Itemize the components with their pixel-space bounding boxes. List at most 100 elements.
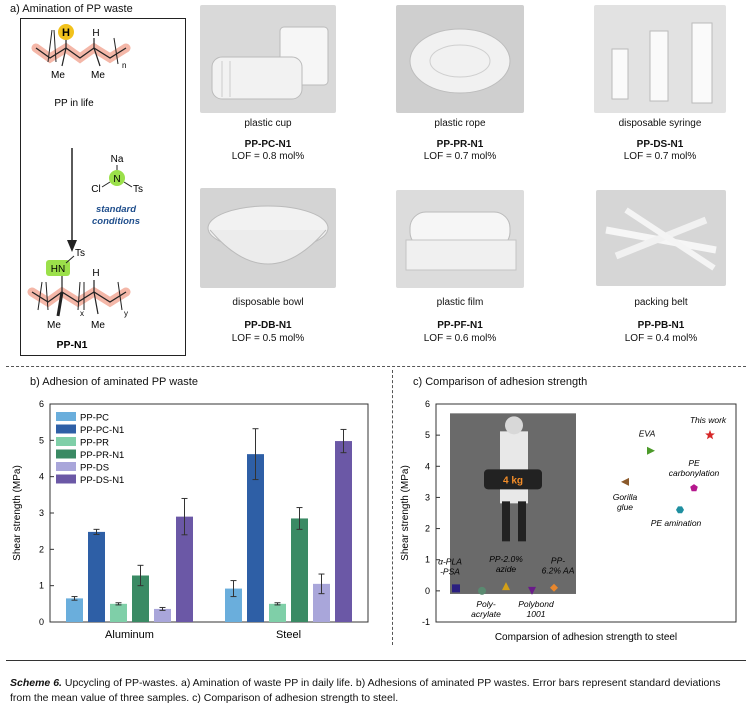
product-me: Me [47,320,61,331]
data-point-triangle [621,477,629,486]
y-tick-label: 4 [39,472,44,482]
data-point-triangle [528,586,536,595]
y-tick-label: 3 [425,492,430,502]
item-code-2: PP-PR-N1 [436,139,484,150]
bar [269,603,286,622]
data-point-label: Poly-acrylate [471,599,501,619]
product-hn-highlight [46,260,70,276]
caption-scheme: Scheme 6. [10,677,62,689]
product-bond-me2 [93,291,99,315]
photo-packing-belt [596,190,726,286]
data-point-circle [478,586,486,595]
y-tick-label: 1 [425,555,430,565]
panel-c-title: c) Comparison of adhesion strength [413,376,588,388]
reagent-cl: Cl [91,184,100,195]
syringe-illustration [611,22,713,104]
data-point-label: PP-6.2% AA [542,556,575,576]
inset-person-leg [518,501,526,542]
divider-horizontal [6,366,746,367]
reagent-n-highlight [109,170,125,186]
bar [66,598,83,622]
rope-illustration [409,28,511,94]
legend-label: PP-PC-N1 [80,425,124,436]
pp-h-highlight [58,24,74,40]
inset-person-head [505,416,523,435]
y-tick-label: 4 [425,461,430,471]
pp-bracket-right [113,37,119,65]
conditions-line1: standard [96,204,136,215]
data-point-square [452,584,460,593]
bowl-illustration [207,205,329,265]
data-point-pentagon [690,484,698,492]
item-code-5: PP-PF-N1 [437,320,483,331]
divider-vertical [392,370,393,645]
bar [313,583,330,622]
panel-a-title: a) Amination of PP waste [10,3,133,15]
pp-h2-label: H [92,28,99,39]
product-ts: Ts [75,248,85,259]
y-tick-label: 6 [425,399,430,409]
item-lof-1: LOF = 0.8 mol% [231,151,305,162]
film-illustration [405,211,517,271]
data-point-hexagon [676,506,684,514]
pp-backbone [35,47,127,59]
product-h: H [92,268,99,279]
bar [154,608,171,622]
pp-bond-me2 [93,47,101,67]
bar [176,516,193,622]
legend-swatch [56,437,76,446]
belt-illustration [605,207,717,271]
scheme-box [20,18,186,356]
y-tick-label: 0 [39,617,44,627]
photo-plastic-cup [200,5,336,113]
item-name-1: plastic cup [244,118,292,129]
item-code-6: PP-PB-N1 [637,320,685,331]
item-name-6: packing belt [634,297,688,308]
figure-caption: Scheme 6. Upcycling of PP-wastes. a) Ami… [10,676,740,706]
item-name-5: plastic film [436,297,484,308]
y-tick-label: 5 [425,430,430,440]
y-tick-label: 3 [39,508,44,518]
x-axis-label: Comparsion of adhesion strength to steel [495,632,677,643]
product-backbone [31,291,127,303]
inset-person-coat [500,431,528,504]
item-code-1: PP-PC-N1 [244,139,292,150]
item-lof-2: LOF = 0.7 mol% [423,151,497,162]
pp-me-label: Me [51,70,65,81]
bar [225,588,242,622]
product-me2: Me [91,320,105,331]
reagent-bond-cl [101,181,111,188]
y-axis-label: Shear strength (MPa) [12,465,23,561]
y-tick-label: 1 [39,581,44,591]
inset-person-leg [502,501,510,542]
y-tick-label: 5 [39,435,44,445]
bar [291,518,308,622]
bar [88,531,105,622]
legend-swatch [56,424,76,434]
legend-label: PP-PR [80,438,109,449]
legend-swatch [56,412,76,421]
legend-swatch [56,462,76,471]
data-point-diamond [550,583,558,592]
legend-swatch [56,449,76,459]
item-name-2: plastic rope [434,118,486,129]
item-lof-4: LOF = 0.5 mol% [231,333,305,344]
item-name-4: disposable bowl [232,297,304,308]
reagent-ts: Ts [133,184,143,195]
product-y-sub: y [124,309,128,318]
caption-rule [6,660,746,661]
photo-disposable-bowl [200,188,336,288]
data-point-label: PE amination [651,518,702,528]
photo-disposable-syringe [594,5,726,113]
item-name-3: disposable syringe [618,118,702,129]
y-tick-label: 2 [39,544,44,554]
bar [247,454,264,622]
y-tick-label: 0 [425,586,430,596]
pp-structure: H Me H Me n PP in life Na N Cl Ts standa… [27,24,143,351]
bar [110,603,127,622]
reaction-arrowhead [67,240,77,252]
legend-label: PP-DS [80,463,109,474]
